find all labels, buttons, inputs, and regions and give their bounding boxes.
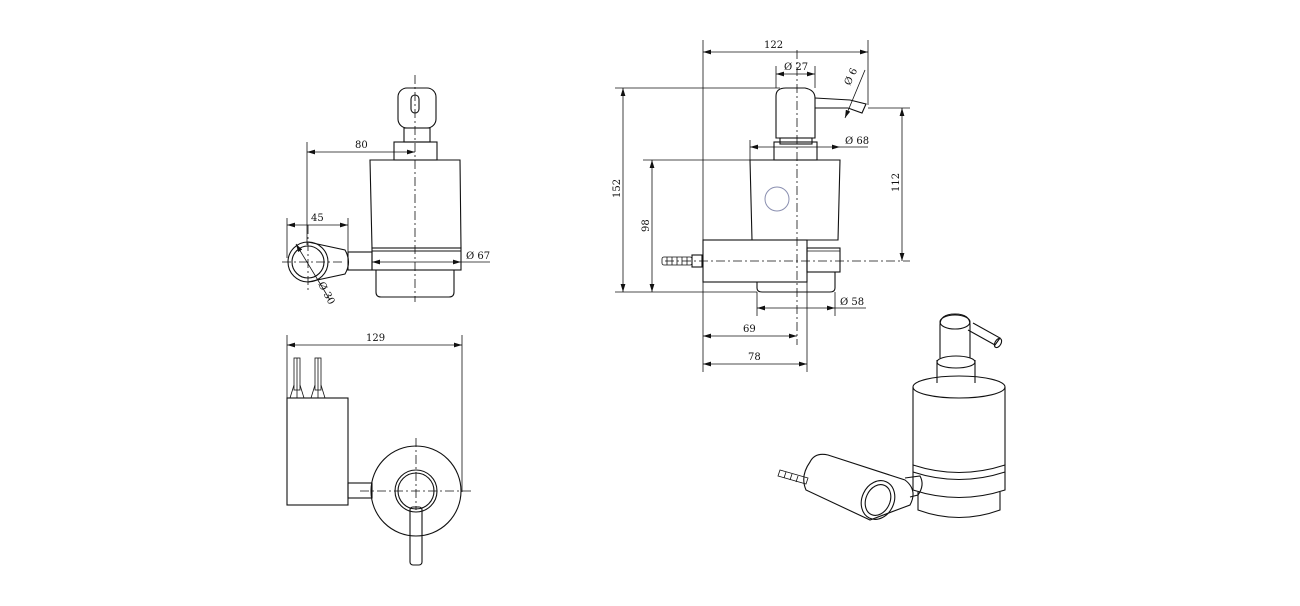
dim-base-diameter: Ø 58 xyxy=(840,297,864,308)
dim-ring-width: 45 xyxy=(311,213,324,224)
dim-center-offset: 69 xyxy=(743,324,756,335)
side-view: 122 Ø 27 Ø 6 Ø 68 152 xyxy=(612,40,910,372)
dim-spout-height: 112 xyxy=(891,173,902,192)
dim-pump-diameter: Ø 27 xyxy=(784,62,808,73)
dim-spout-diameter: Ø 6 xyxy=(843,67,860,88)
dim-total-projection: 122 xyxy=(764,40,783,51)
dim-mount-depth: 78 xyxy=(748,352,761,363)
dim-total-depth: 129 xyxy=(366,333,385,344)
dim-bottle-diameter: Ø 68 xyxy=(845,136,869,147)
dim-arm-offset: 80 xyxy=(355,140,368,151)
wall-plug-icon xyxy=(289,357,326,399)
screw-icon xyxy=(777,469,809,485)
dim-cup-diameter: Ø 67 xyxy=(466,251,490,262)
top-view: 129 xyxy=(286,333,472,566)
dim-body-height: 98 xyxy=(641,219,652,232)
screw-icon xyxy=(661,254,703,268)
dim-ring-diameter: Ø 30 xyxy=(315,280,336,306)
label-circle xyxy=(764,186,790,212)
dim-total-height: 152 xyxy=(612,179,623,198)
isometric-view xyxy=(777,313,1006,521)
front-view: 80 45 Ø 67 Ø 30 xyxy=(282,75,490,307)
